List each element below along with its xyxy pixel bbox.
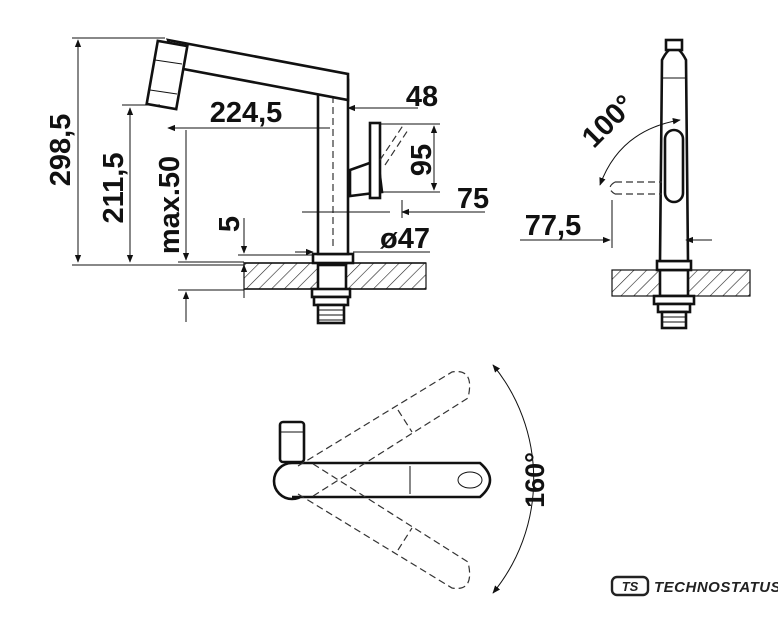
spout-top-rotated-up <box>297 370 471 499</box>
front-view: 298,5 211,5 max.50 224,5 48 95 75 5 <box>45 37 489 325</box>
dim-handle-height: 95 <box>406 144 438 176</box>
mounting-thread <box>310 263 352 325</box>
spray-head <box>145 39 189 111</box>
base-ring-side <box>655 259 693 272</box>
dim-ring-height: 5 <box>214 216 246 232</box>
dim-reach: 224,5 <box>210 97 283 129</box>
mounting-thread-side <box>652 268 696 330</box>
brand-logo: TS TECHNOSTATUS <box>610 575 778 597</box>
dim-spout-height: 211,5 <box>98 153 130 224</box>
top-view: 160° <box>272 364 550 594</box>
dim-lever-angle: 100° <box>576 89 641 154</box>
spout-arm <box>166 38 350 102</box>
dim-max-countertop: max.50 <box>154 156 186 254</box>
dim-handle-reach: 75 <box>457 183 489 215</box>
brand-logo-icon <box>610 575 650 597</box>
dim-side-reach: 77,5 <box>525 210 581 242</box>
spout-top-rotated-down <box>297 461 471 590</box>
dim-handle-offset: 48 <box>406 81 438 113</box>
svg-text:TS: TS <box>622 579 639 594</box>
dim-swivel-angle: 160° <box>520 452 550 508</box>
lever-handle-side <box>663 128 685 204</box>
dim-base-diameter: ø47 <box>380 223 430 255</box>
lever-handle <box>348 121 384 200</box>
brand-name: TECHNOSTATUS <box>654 579 778 596</box>
spout-top-center <box>292 461 492 499</box>
base-ring <box>311 252 355 265</box>
side-view: 100° 77,5 <box>520 38 751 330</box>
dim-total-height: 298,5 <box>45 114 77 187</box>
